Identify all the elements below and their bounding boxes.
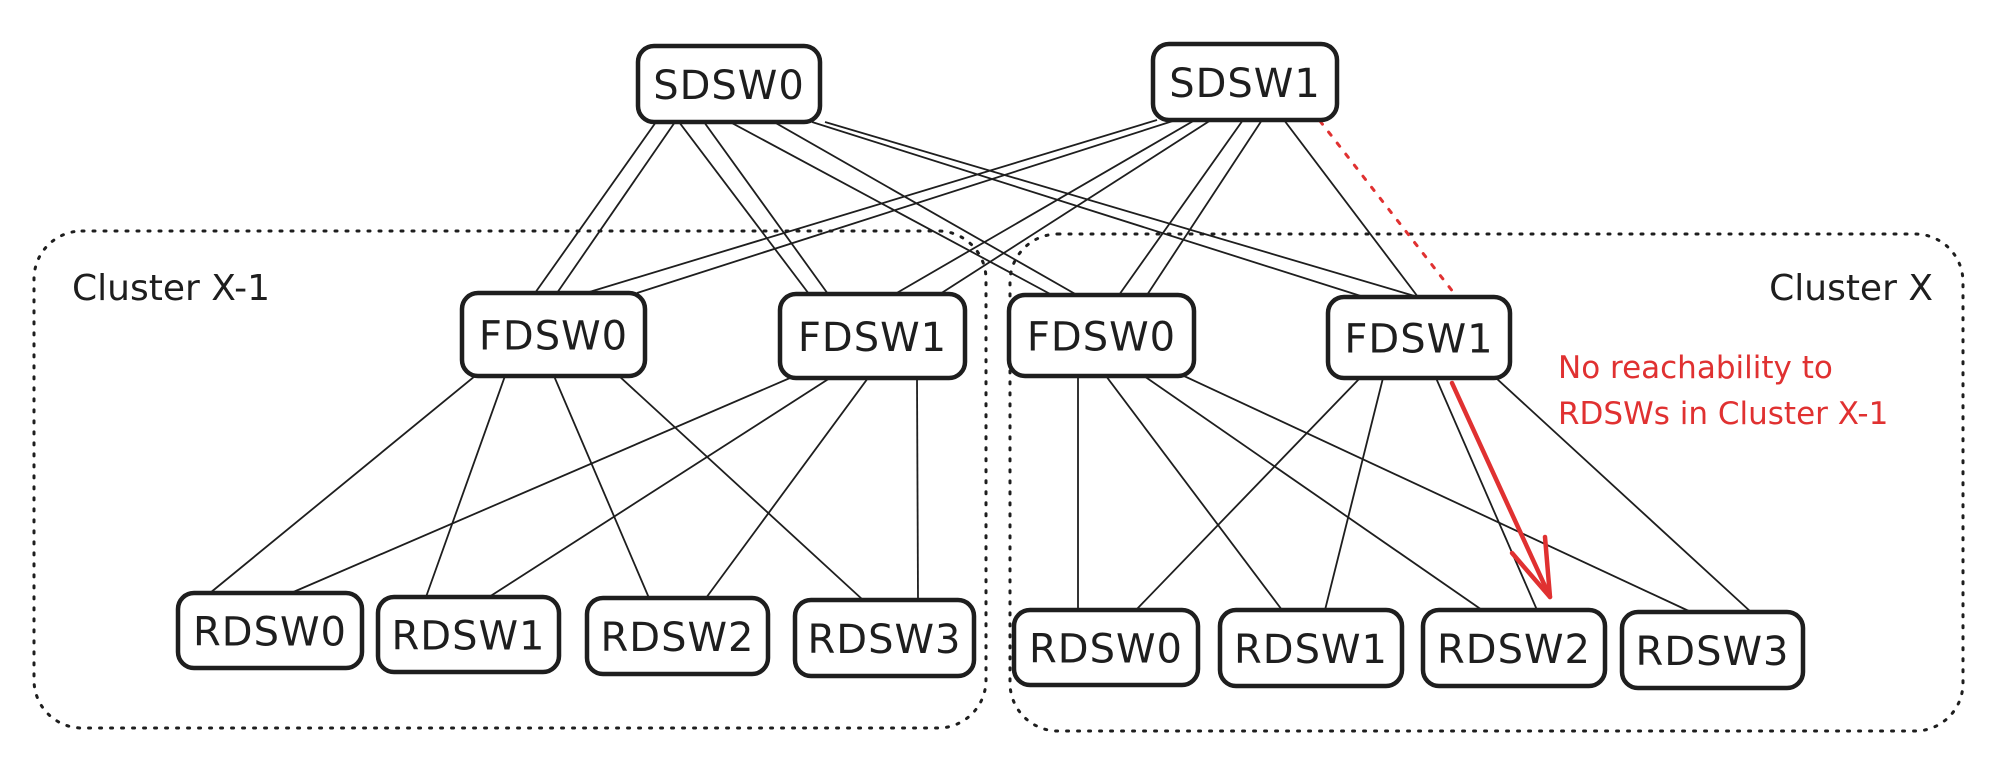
unreachable-arrow-head (1509, 534, 1553, 600)
cluster-x-boundary (1008, 232, 1965, 733)
link-sdsw1-to-cx-fdsw0-1 (1146, 119, 1263, 296)
node-label: RDSW3 (808, 617, 962, 663)
rack-node-cx-rdsw2: RDSW2 (1420, 607, 1608, 689)
node-box (459, 290, 648, 379)
clusters-layer: Cluster X-1 Cluster X (32, 229, 1965, 733)
link-sdsw1-to-cx-fdsw1-0 (1283, 119, 1419, 298)
node-label: RDSW2 (601, 615, 755, 661)
node-label: RDSW0 (193, 610, 347, 656)
cluster-x-minus-1-label: Cluster X-1 (72, 268, 270, 309)
spine-node-sdsw1: SDSW1 (1150, 41, 1340, 123)
node-box (1619, 609, 1806, 691)
cluster-x-minus-1-boundary (32, 229, 988, 730)
fabric-node-cx-fdsw0: FDSW0 (1006, 292, 1197, 379)
node-label: FDSW1 (1344, 317, 1493, 363)
node-label: RDSW1 (392, 614, 546, 660)
annotation-line-1: No reachability to (1558, 350, 1833, 386)
link-sdsw0-to-cx1-fdsw0-0 (534, 121, 657, 294)
link-sdsw0-to-cx-fdsw0-0 (729, 121, 1053, 296)
link-sdsw0-to-cx1-fdsw1-1 (703, 121, 829, 295)
annotation-layer: No reachability to RDSWs in Cluster X-1 (1449, 350, 1888, 600)
rack-node-cx1-rdsw1: RDSW1 (375, 594, 562, 675)
rack-node-cx1-rdsw2: RDSW2 (584, 595, 771, 677)
node-label: FDSW1 (798, 315, 947, 361)
node-label: FDSW0 (479, 314, 628, 360)
link-cx1-fdsw1-to-cx1-rdsw1 (488, 377, 831, 598)
link-sdsw0-to-cx1-fdsw0-1 (556, 121, 676, 294)
link-sdsw1-to-cx1-fdsw1-0 (894, 119, 1196, 295)
links-layer (209, 119, 1752, 613)
node-box (175, 590, 365, 671)
link-cx-fdsw1-to-cx-rdsw3 (1495, 377, 1752, 613)
rack-node-cx1-rdsw0: RDSW0 (175, 590, 365, 671)
annotation-line-2: RDSWs in Cluster X-1 (1558, 396, 1888, 432)
node-label: SDSW0 (653, 63, 805, 109)
rack-node-cx-rdsw3: RDSW3 (1619, 609, 1806, 691)
link-cx-fdsw0-to-cx-rdsw1 (1105, 375, 1283, 611)
node-label: RDSW2 (1437, 627, 1591, 673)
cluster-x-label: Cluster X (1769, 268, 1933, 309)
node-box (777, 291, 968, 381)
node-box (1006, 292, 1197, 379)
fabric-node-cx-fdsw1: FDSW1 (1325, 294, 1513, 381)
rack-node-cx-rdsw0: RDSW0 (1011, 607, 1201, 688)
link-sdsw1-to-cx-fdsw0-0 (1118, 119, 1244, 296)
node-box (1420, 607, 1608, 689)
node-box (1150, 41, 1340, 123)
node-label: RDSW0 (1029, 627, 1183, 673)
link-cx1-fdsw0-to-cx1-rdsw2 (553, 375, 650, 599)
node-box (792, 597, 977, 679)
link-cx1-fdsw0-to-cx1-rdsw1 (425, 375, 506, 598)
link-sdsw0-to-cx-fdsw1-1 (824, 121, 1419, 298)
node-label: RDSW1 (1234, 627, 1388, 673)
node-box (635, 43, 823, 125)
link-sdsw0-to-cx-fdsw1-0 (811, 121, 1365, 298)
node-box (584, 595, 771, 677)
node-label: RDSW3 (1636, 629, 1790, 675)
link-sdsw0-to-cx-fdsw0-1 (773, 121, 1078, 296)
link-cx-fdsw1-to-cx-rdsw1 (1324, 377, 1384, 611)
broken-link-sdsw1-to-cx-fdsw1 (1318, 119, 1459, 299)
node-label: FDSW0 (1027, 315, 1176, 361)
link-sdsw1-to-cx1-fdsw0-1 (636, 119, 1177, 294)
node-box (1325, 294, 1513, 381)
fabric-node-cx1-fdsw1: FDSW1 (777, 291, 968, 381)
link-sdsw1-to-cx1-fdsw1-1 (939, 119, 1212, 295)
spine-node-sdsw0: SDSW0 (635, 43, 823, 125)
rack-node-cx-rdsw1: RDSW1 (1217, 607, 1405, 689)
node-box (1217, 607, 1405, 689)
link-cx-fdsw0-to-cx-rdsw3 (1183, 375, 1692, 613)
link-cx-fdsw0-to-cx-rdsw2 (1143, 375, 1483, 611)
unreachable-arrow-shaft (1449, 380, 1553, 600)
link-cx1-fdsw1-to-cx1-rdsw0 (290, 377, 791, 594)
rack-node-cx1-rdsw3: RDSW3 (792, 597, 977, 679)
link-cx1-fdsw0-to-cx1-rdsw3 (618, 375, 864, 601)
link-sdsw1-to-cx1-fdsw0-0 (585, 119, 1158, 294)
node-label: SDSW1 (1169, 61, 1321, 107)
link-cx-fdsw1-to-cx-rdsw2 (1435, 377, 1538, 611)
link-cx1-fdsw0-to-cx1-rdsw0 (209, 375, 476, 594)
link-cx1-fdsw1-to-cx1-rdsw2 (705, 377, 869, 599)
node-box (375, 594, 562, 675)
link-sdsw0-to-cx1-fdsw1-0 (678, 121, 810, 295)
node-box (1011, 607, 1201, 688)
fabric-node-cx1-fdsw0: FDSW0 (459, 290, 648, 379)
link-cx1-fdsw1-to-cx1-rdsw3 (916, 377, 919, 601)
link-cx-fdsw1-to-cx-rdsw0 (1135, 377, 1361, 611)
